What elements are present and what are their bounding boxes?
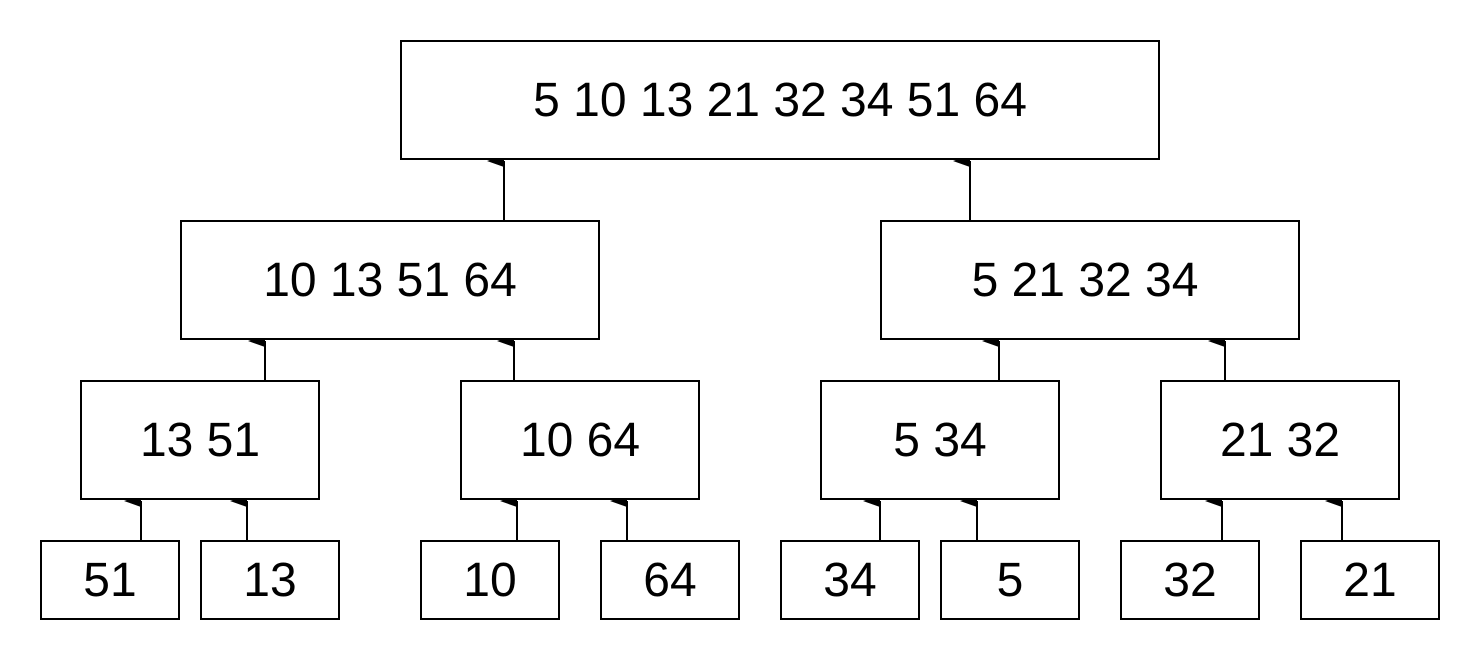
merge-node-left-half: 10 13 51 64 — [180, 220, 600, 340]
leaf-node: 32 — [1120, 540, 1260, 620]
leaf-node: 13 — [200, 540, 340, 620]
merge-node-5-34: 5 34 — [820, 380, 1060, 500]
leaf-label: 21 — [1343, 553, 1397, 607]
root-label: 5 10 13 21 32 34 51 64 — [533, 73, 1027, 127]
leaf-label: 32 — [1163, 553, 1217, 607]
leaf-node: 21 — [1300, 540, 1440, 620]
leaf-node: 64 — [600, 540, 740, 620]
merge-node-label: 13 51 — [139, 413, 261, 467]
merge-node-10-64: 10 64 — [460, 380, 700, 500]
leaf-node: 5 — [940, 540, 1080, 620]
merge-node-label: 21 32 — [1219, 413, 1341, 467]
root-node: 5 10 13 21 32 34 51 64 — [400, 40, 1160, 160]
leaf-node: 51 — [40, 540, 180, 620]
leaf-label: 51 — [83, 553, 137, 607]
merge-node-right-half: 5 21 32 34 — [880, 220, 1300, 340]
leaf-label: 10 — [463, 553, 517, 607]
leaf-label: 5 — [996, 553, 1024, 607]
leaf-label: 13 — [243, 553, 297, 607]
leaf-label: 64 — [643, 553, 697, 607]
leaf-node: 34 — [780, 540, 920, 620]
merge-node-21-32: 21 32 — [1160, 380, 1400, 500]
merge-node-label: 10 64 — [519, 413, 641, 467]
leaf-node: 10 — [420, 540, 560, 620]
merge-node-label: 5 34 — [893, 413, 987, 467]
leaf-label: 34 — [823, 553, 877, 607]
merge-node-13-51: 13 51 — [80, 380, 320, 500]
merge-node-label: 10 13 51 64 — [263, 253, 517, 307]
merge-node-label: 5 21 32 34 — [971, 253, 1199, 307]
